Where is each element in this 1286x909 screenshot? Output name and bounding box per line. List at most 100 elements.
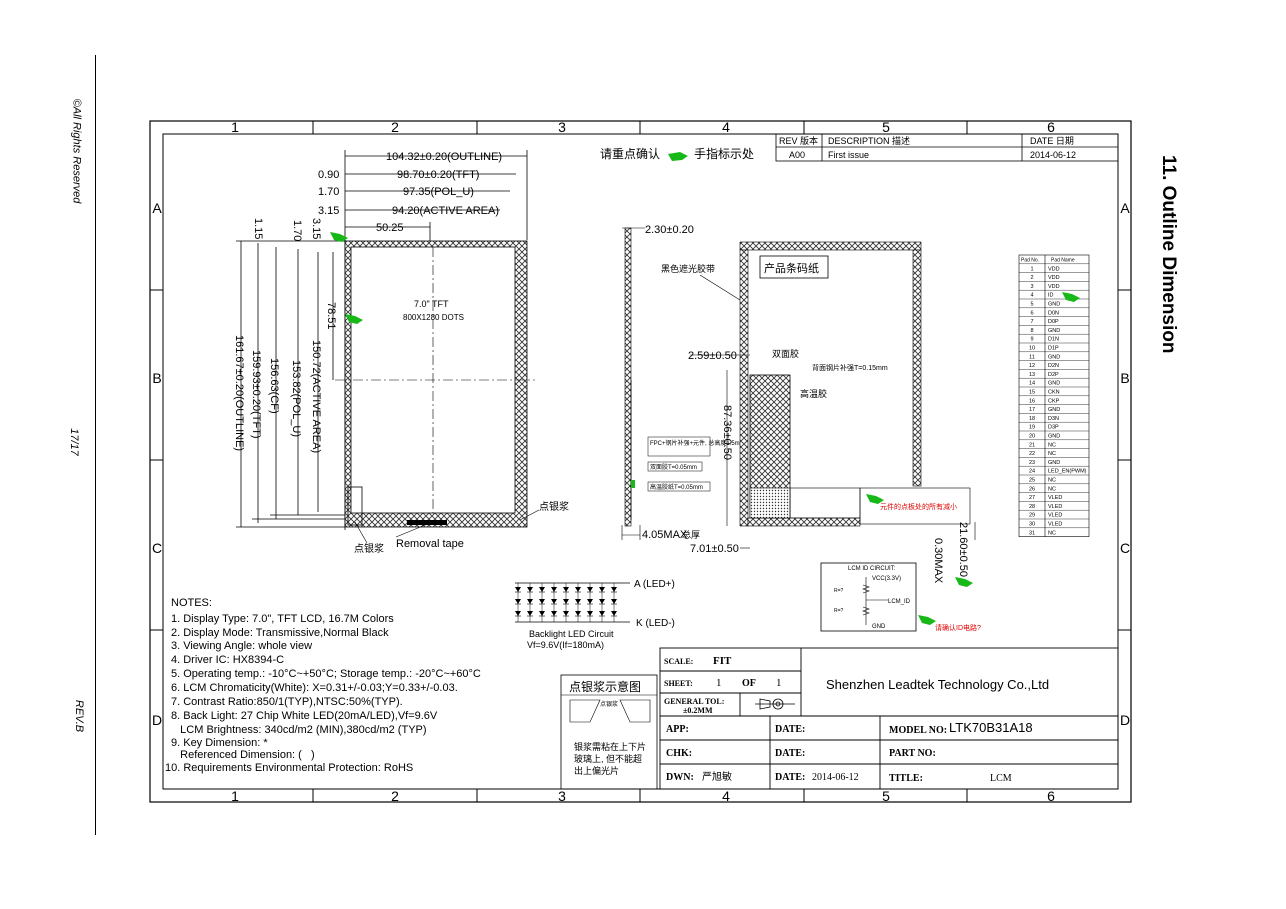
company-name: Shenzhen Leadtek Technology Co.,Ltd	[826, 677, 1049, 692]
pad-name: GND	[1048, 328, 1060, 334]
id-circuit-r1: R=?	[834, 588, 844, 594]
double-tape-note: 双面胶T=0.05mm	[650, 463, 697, 471]
led-diode-icon	[551, 587, 557, 592]
date-label: DATE:	[775, 772, 805, 783]
col-label: 6	[1047, 119, 1055, 135]
dim-outline-width: 104.32±0.20(OUTLINE)	[386, 151, 502, 163]
note-item: 5. Operating temp.: -10°C~+50°C; Storage…	[171, 668, 481, 680]
id-circuit-title: LCM ID CIRCUIT:	[848, 566, 896, 572]
led-diode-icon	[551, 599, 557, 604]
led-diode-icon	[611, 587, 617, 592]
pad-no: 23	[1029, 460, 1035, 466]
id-confirm-note: 请确认ID电路?	[935, 623, 981, 632]
silver-paste-label: 点银浆	[354, 542, 384, 555]
of-label: OF	[742, 678, 756, 689]
note-item: Referenced Dimension: ( )	[171, 749, 315, 761]
col-label: 6	[1047, 788, 1055, 804]
pad-no: 28	[1029, 504, 1035, 510]
fpc-note: FPC+钢片补强+元件, 总高度1.5max	[650, 439, 746, 447]
led-diode-icon	[515, 611, 521, 616]
side-dim-bottom: 7.01±0.50	[690, 543, 739, 555]
silver-diagram-note: 出上偏光片	[574, 765, 619, 776]
pad-name: NC	[1048, 486, 1056, 492]
dim-center-height: 78.51	[325, 302, 337, 330]
barcode-label: 产品条码纸	[764, 261, 819, 275]
date-label: DATE:	[775, 724, 805, 735]
row-label: B	[152, 370, 161, 386]
pad-no: 22	[1029, 451, 1035, 457]
finger-icon	[1062, 292, 1080, 302]
col-label: 2	[391, 788, 399, 804]
led-diode-icon	[515, 587, 521, 592]
col-label: 5	[882, 119, 890, 135]
pad-name: D3P	[1048, 425, 1059, 431]
led-circuit-spec: Vf=9.6V(If=180mA)	[527, 640, 604, 650]
led-diode-icon	[563, 587, 569, 592]
dim-pol-width: 97.35(POL_U)	[403, 186, 474, 198]
dim-offset-170: 1.70	[318, 186, 339, 198]
pad-name: VLED	[1048, 513, 1062, 519]
pad-no: 8	[1030, 328, 1033, 334]
pad-name: GND	[1048, 434, 1060, 440]
scale-label: SCALE:	[664, 657, 693, 666]
back-dim-bottom: 0.30MAX	[932, 538, 944, 584]
finger-icon	[330, 232, 348, 242]
frame-row-labels: A B C D A B C D	[152, 200, 1130, 728]
pad-name: D2N	[1048, 363, 1059, 369]
description-value: First issue	[828, 150, 869, 160]
pad-name: VLED	[1048, 495, 1062, 501]
led-diode-icon	[527, 587, 533, 592]
led-diode-icon	[575, 587, 581, 592]
pad-name: VDD	[1048, 284, 1060, 290]
pad-no: 11	[1029, 354, 1035, 360]
row-label: D	[1120, 712, 1130, 728]
dim-voffset-115: 1.15	[252, 218, 264, 239]
steel-label: 背面钢片补强T=0.15mm	[812, 363, 888, 372]
pad-no: 29	[1029, 513, 1035, 519]
pad-no: 5	[1030, 302, 1033, 308]
rev-value: A00	[789, 150, 805, 160]
dim-tft-height: 159.93±0.20(TFT)	[250, 350, 262, 439]
note-item: 3. Viewing Angle: whole view	[171, 640, 312, 652]
title-value: LCM	[990, 773, 1012, 784]
silver-diagram-note: 银浆需粘在上下片	[574, 741, 646, 752]
note-item: 9. Key Dimension: *	[171, 737, 268, 749]
check-note-suffix: 手指标示处	[694, 146, 754, 161]
left-margin-line	[95, 55, 96, 835]
pad-no: 10	[1029, 346, 1035, 352]
row-label: C	[1120, 540, 1130, 556]
pad-name: D1N	[1048, 337, 1059, 343]
removal-tape-label: Removal tape	[396, 538, 464, 550]
pad-name: GND	[1048, 407, 1060, 413]
row-label: B	[1120, 370, 1129, 386]
pad-no: 26	[1029, 486, 1035, 492]
led-diode-icon	[599, 587, 605, 592]
double-tape-label: 双面胶	[772, 348, 799, 359]
id-circuit-gnd: GND	[872, 624, 886, 630]
note-item: 1. Display Type: 7.0", TFT LCD, 16.7M Co…	[171, 613, 394, 625]
led-anode-label: A (LED+)	[634, 579, 675, 590]
pad-name: LED_EN(PWM)	[1048, 469, 1087, 475]
drawing-frame	[149, 120, 1132, 803]
silver-paste-label: 点银浆	[539, 500, 569, 513]
pad-no: 14	[1029, 381, 1035, 387]
title-label: TITLE:	[889, 773, 923, 784]
pad-no: 21	[1029, 442, 1035, 448]
sheet-value: 1	[716, 677, 722, 689]
pad-no: 25	[1029, 478, 1035, 484]
id-circuit-lcmid: LCM_ID	[888, 599, 911, 605]
pad-name: GND	[1048, 354, 1060, 360]
led-diode-icon	[563, 599, 569, 604]
pad-no: 30	[1029, 522, 1035, 528]
front-view: 104.32±0.20(OUTLINE) 98.70±0.20(TFT) 97.…	[233, 150, 569, 555]
dim-center-offset: 50.25	[376, 222, 404, 234]
pad-name: VDD	[1048, 275, 1060, 281]
pad-no: 18	[1029, 416, 1035, 422]
pad-name: NC	[1048, 478, 1056, 484]
pad-name: CKN	[1048, 390, 1060, 396]
led-diode-icon	[611, 611, 617, 616]
led-diode-icon	[611, 599, 617, 604]
title-block	[659, 647, 1119, 790]
description-header: DESCRIPTION 描述	[828, 135, 910, 146]
